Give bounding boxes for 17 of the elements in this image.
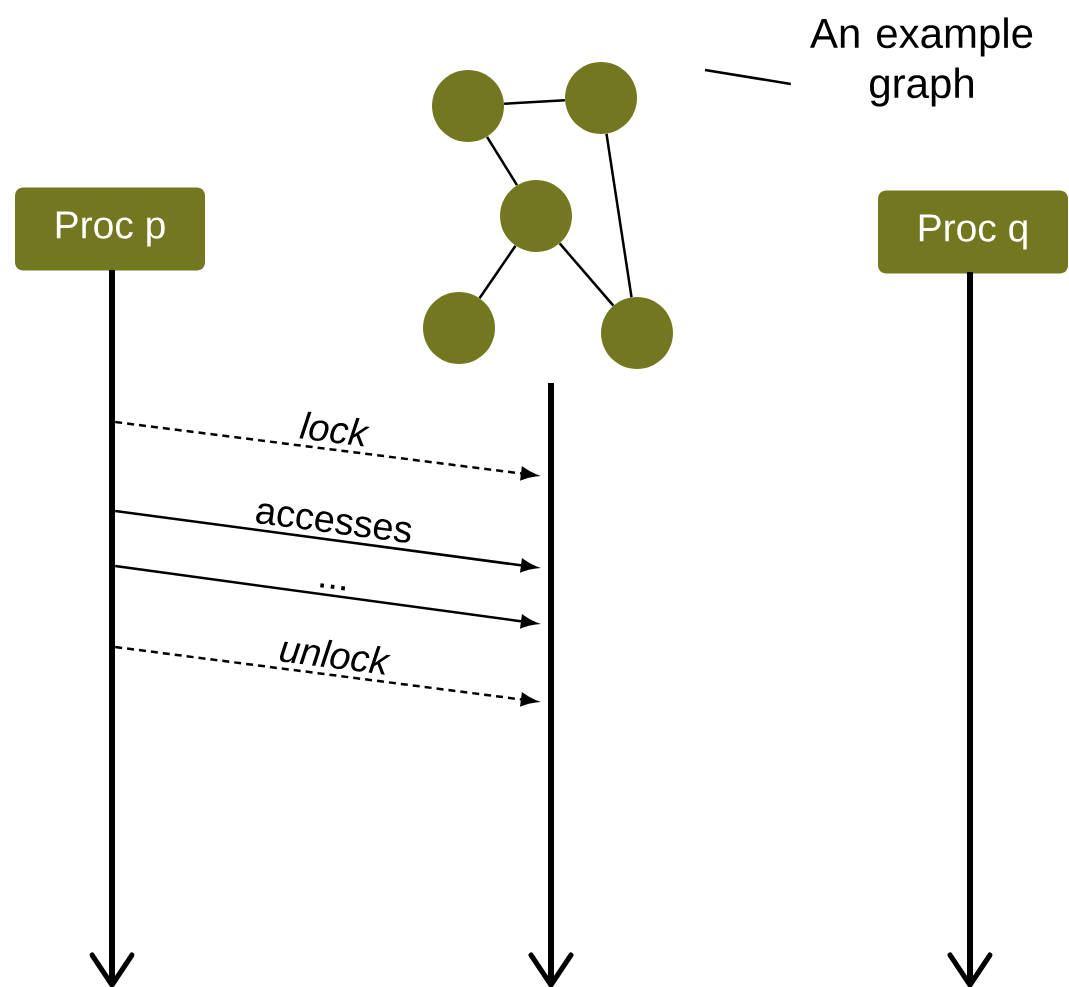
- graph-edge: [485, 136, 519, 186]
- graph-edge: [478, 245, 517, 299]
- lifeline-arrow: [528, 383, 574, 987]
- lifeline-arrow: [947, 272, 993, 987]
- process-box: Proc q: [878, 190, 1068, 274]
- annotation-text: An example graph: [810, 17, 1033, 107]
- graph-edge: [504, 98, 565, 106]
- leader-line: [704, 68, 791, 86]
- graph-vertex: [500, 180, 572, 252]
- graph-vertex: [432, 70, 504, 142]
- process-box: Proc p: [15, 187, 205, 271]
- graph-edge: [605, 133, 633, 298]
- graph-edge: [558, 242, 615, 307]
- lifeline-arrow: [89, 270, 135, 987]
- graph-vertex: [601, 297, 673, 369]
- graph-vertex: [423, 292, 495, 364]
- graph-vertex: [565, 62, 637, 134]
